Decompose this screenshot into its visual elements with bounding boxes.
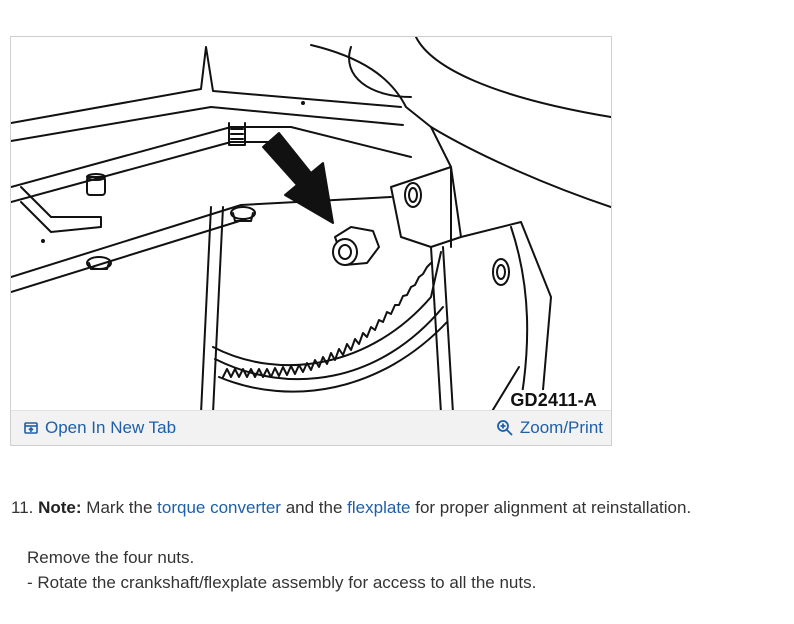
step-11: 11. Note: Mark the torque converter and … <box>11 496 781 520</box>
torque-converter-link[interactable]: torque converter <box>157 498 281 517</box>
figure-frame: GD2411-A Open In New Tab Zoom/Print <box>10 36 612 446</box>
step-note-line: 11. Note: Mark the torque converter and … <box>11 496 781 520</box>
zoom-icon <box>496 420 513 436</box>
open-in-new-tab-button[interactable]: Open In New Tab <box>23 418 176 438</box>
zoom-print-button[interactable]: Zoom/Print <box>496 418 603 438</box>
flexplate-link[interactable]: flexplate <box>347 498 411 517</box>
sub-instruction-rotate: - Rotate the crankshaft/flexplate assemb… <box>27 573 537 592</box>
open-in-new-tab-label: Open In New Tab <box>45 418 177 437</box>
figure-code: GD2411-A <box>508 390 599 411</box>
zoom-print-label: Zoom/Print <box>519 418 603 437</box>
note-label: Note: <box>38 498 82 517</box>
figure-toolbar: Open In New Tab Zoom/Print <box>11 410 611 445</box>
step-number: 11. <box>11 498 34 517</box>
note-text-2: and the <box>285 498 343 517</box>
flexplate-illustration <box>11 37 611 413</box>
instruction-remove-nuts: Remove the four nuts. <box>27 548 195 567</box>
note-text-1: Mark the <box>86 498 153 517</box>
note-text-3: for proper alignment at reinstallation. <box>415 498 692 517</box>
open-new-tab-icon <box>24 422 38 434</box>
